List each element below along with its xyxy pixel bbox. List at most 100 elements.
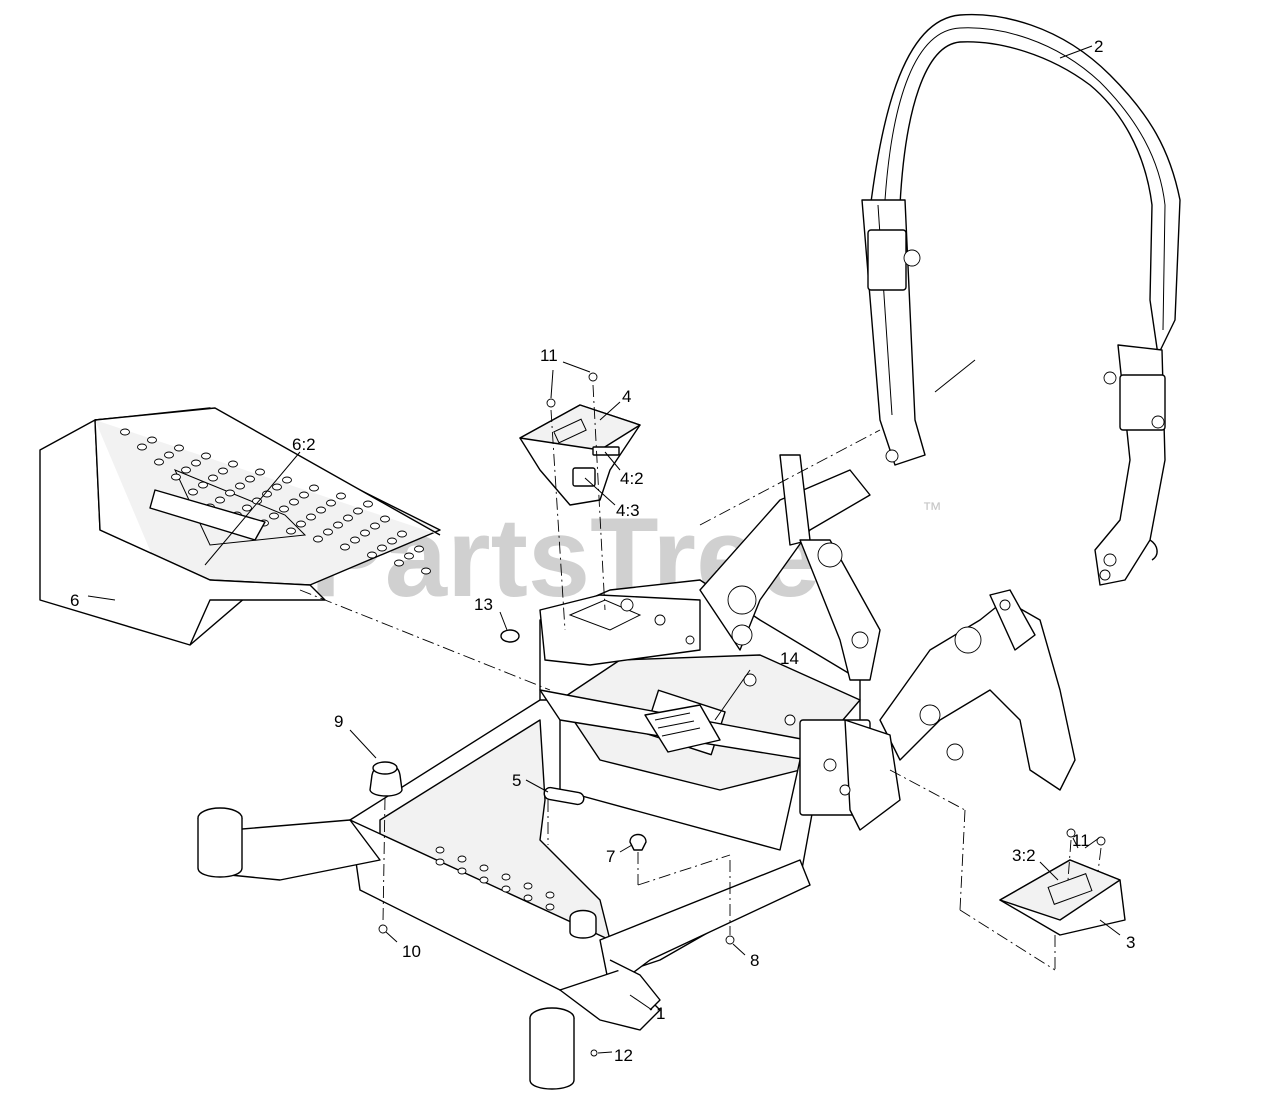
perforation-hole — [218, 467, 228, 475]
perforation-hole — [208, 474, 218, 482]
decal-14 — [644, 704, 721, 753]
perforation-hole — [343, 514, 353, 522]
callouts: 1 2 3 3:2 4 4:2 4:3 5 6 6:2 7 8 9 10 11 … — [70, 37, 1135, 1065]
perforation-hole — [215, 496, 225, 504]
main-frame — [197, 689, 901, 1090]
perforation-hole — [350, 536, 360, 544]
callout-13: 13 — [474, 595, 493, 614]
perforation-hole — [201, 452, 211, 460]
callout-5: 5 — [512, 771, 521, 790]
perforation-hole — [174, 444, 184, 452]
perforation-hole — [181, 466, 191, 474]
roll-bar — [861, 13, 1181, 586]
perforation-hole — [191, 459, 201, 467]
frame-hole — [523, 894, 533, 902]
bumper-9 — [369, 761, 403, 797]
perforation-hole — [353, 507, 363, 515]
perforation-hole — [289, 498, 299, 506]
frame-rear — [699, 454, 1076, 791]
perforation-hole — [269, 512, 279, 520]
frame-hole — [457, 867, 467, 875]
perforation-hole — [387, 537, 397, 545]
frame-hole — [435, 858, 445, 866]
perforation-hole — [394, 559, 404, 567]
perforation-hole — [255, 468, 265, 476]
callout-11-right: 11 — [1072, 831, 1090, 850]
perforation-hole — [296, 520, 306, 528]
nut-12 — [590, 1049, 598, 1057]
frame-hole — [479, 876, 489, 884]
callout-10: 10 — [402, 942, 421, 961]
frame-hole — [545, 903, 555, 911]
perforation-hole — [198, 481, 208, 489]
perforation-hole — [299, 491, 309, 499]
perforation-hole — [252, 497, 262, 505]
callout-4-2: 4:2 — [620, 469, 644, 488]
frame-hole — [545, 891, 555, 899]
perforation-hole — [245, 475, 255, 483]
perforation-hole — [164, 451, 174, 459]
perforation-hole — [323, 528, 333, 536]
callout-1: 1 — [656, 1004, 665, 1023]
callout-4-3: 4:3 — [616, 501, 640, 520]
slot-5 — [543, 786, 585, 806]
bumper-7 — [629, 833, 647, 851]
assembly-lines — [299, 384, 1102, 971]
frame-hole — [501, 873, 511, 881]
perforation-hole — [326, 499, 336, 507]
callout-3-2: 3:2 — [1012, 846, 1036, 865]
control-panel-right — [999, 828, 1126, 936]
footrest-holes — [120, 428, 431, 575]
perforation-hole — [279, 505, 289, 513]
perforation-hole — [171, 473, 181, 481]
callout-4: 4 — [622, 387, 631, 406]
perforation-hole — [363, 500, 373, 508]
perforation-hole — [421, 567, 431, 575]
leader-lines — [87, 45, 1121, 1054]
perforation-hole — [336, 492, 346, 500]
callout-12: 12 — [614, 1046, 633, 1065]
perforation-hole — [316, 506, 326, 514]
frame-hole — [457, 855, 467, 863]
frame-hole — [435, 846, 445, 854]
perforation-hole — [397, 530, 407, 538]
callout-7: 7 — [606, 847, 615, 866]
nut-10 — [378, 924, 388, 934]
perforation-hole — [120, 428, 130, 436]
perforation-hole — [306, 513, 316, 521]
perforation-hole — [272, 483, 282, 491]
perforation-hole — [340, 543, 350, 551]
perforation-hole — [282, 476, 292, 484]
callout-6-2: 6:2 — [292, 435, 316, 454]
perforation-hole — [286, 527, 296, 535]
perforation-hole — [228, 460, 238, 468]
perforation-hole — [380, 515, 390, 523]
perforation-hole — [370, 522, 380, 530]
callout-6: 6 — [70, 591, 79, 610]
perforation-hole — [367, 551, 377, 559]
perforation-hole — [377, 544, 387, 552]
nut-8 — [725, 935, 735, 945]
perforation-hole — [242, 504, 252, 512]
callout-2: 2 — [1094, 37, 1103, 56]
perforation-hole — [147, 436, 157, 444]
callout-3: 3 — [1126, 933, 1135, 952]
footrest-plate — [39, 407, 441, 646]
perforation-hole — [137, 443, 147, 451]
frame-hole — [479, 864, 489, 872]
watermark-trademark: ™ — [922, 499, 942, 521]
plug-13 — [500, 629, 520, 643]
frame-hole — [523, 882, 533, 890]
perforation-hole — [313, 535, 323, 543]
perforation-hole — [414, 545, 424, 553]
frame-hole — [501, 885, 511, 893]
callout-8: 8 — [750, 951, 759, 970]
perforation-hole — [333, 521, 343, 529]
frame-holes — [435, 846, 555, 911]
callout-9: 9 — [334, 712, 343, 731]
perforation-hole — [235, 482, 245, 490]
perforation-hole — [404, 552, 414, 560]
perforation-hole — [188, 488, 198, 496]
perforation-hole — [309, 484, 319, 492]
